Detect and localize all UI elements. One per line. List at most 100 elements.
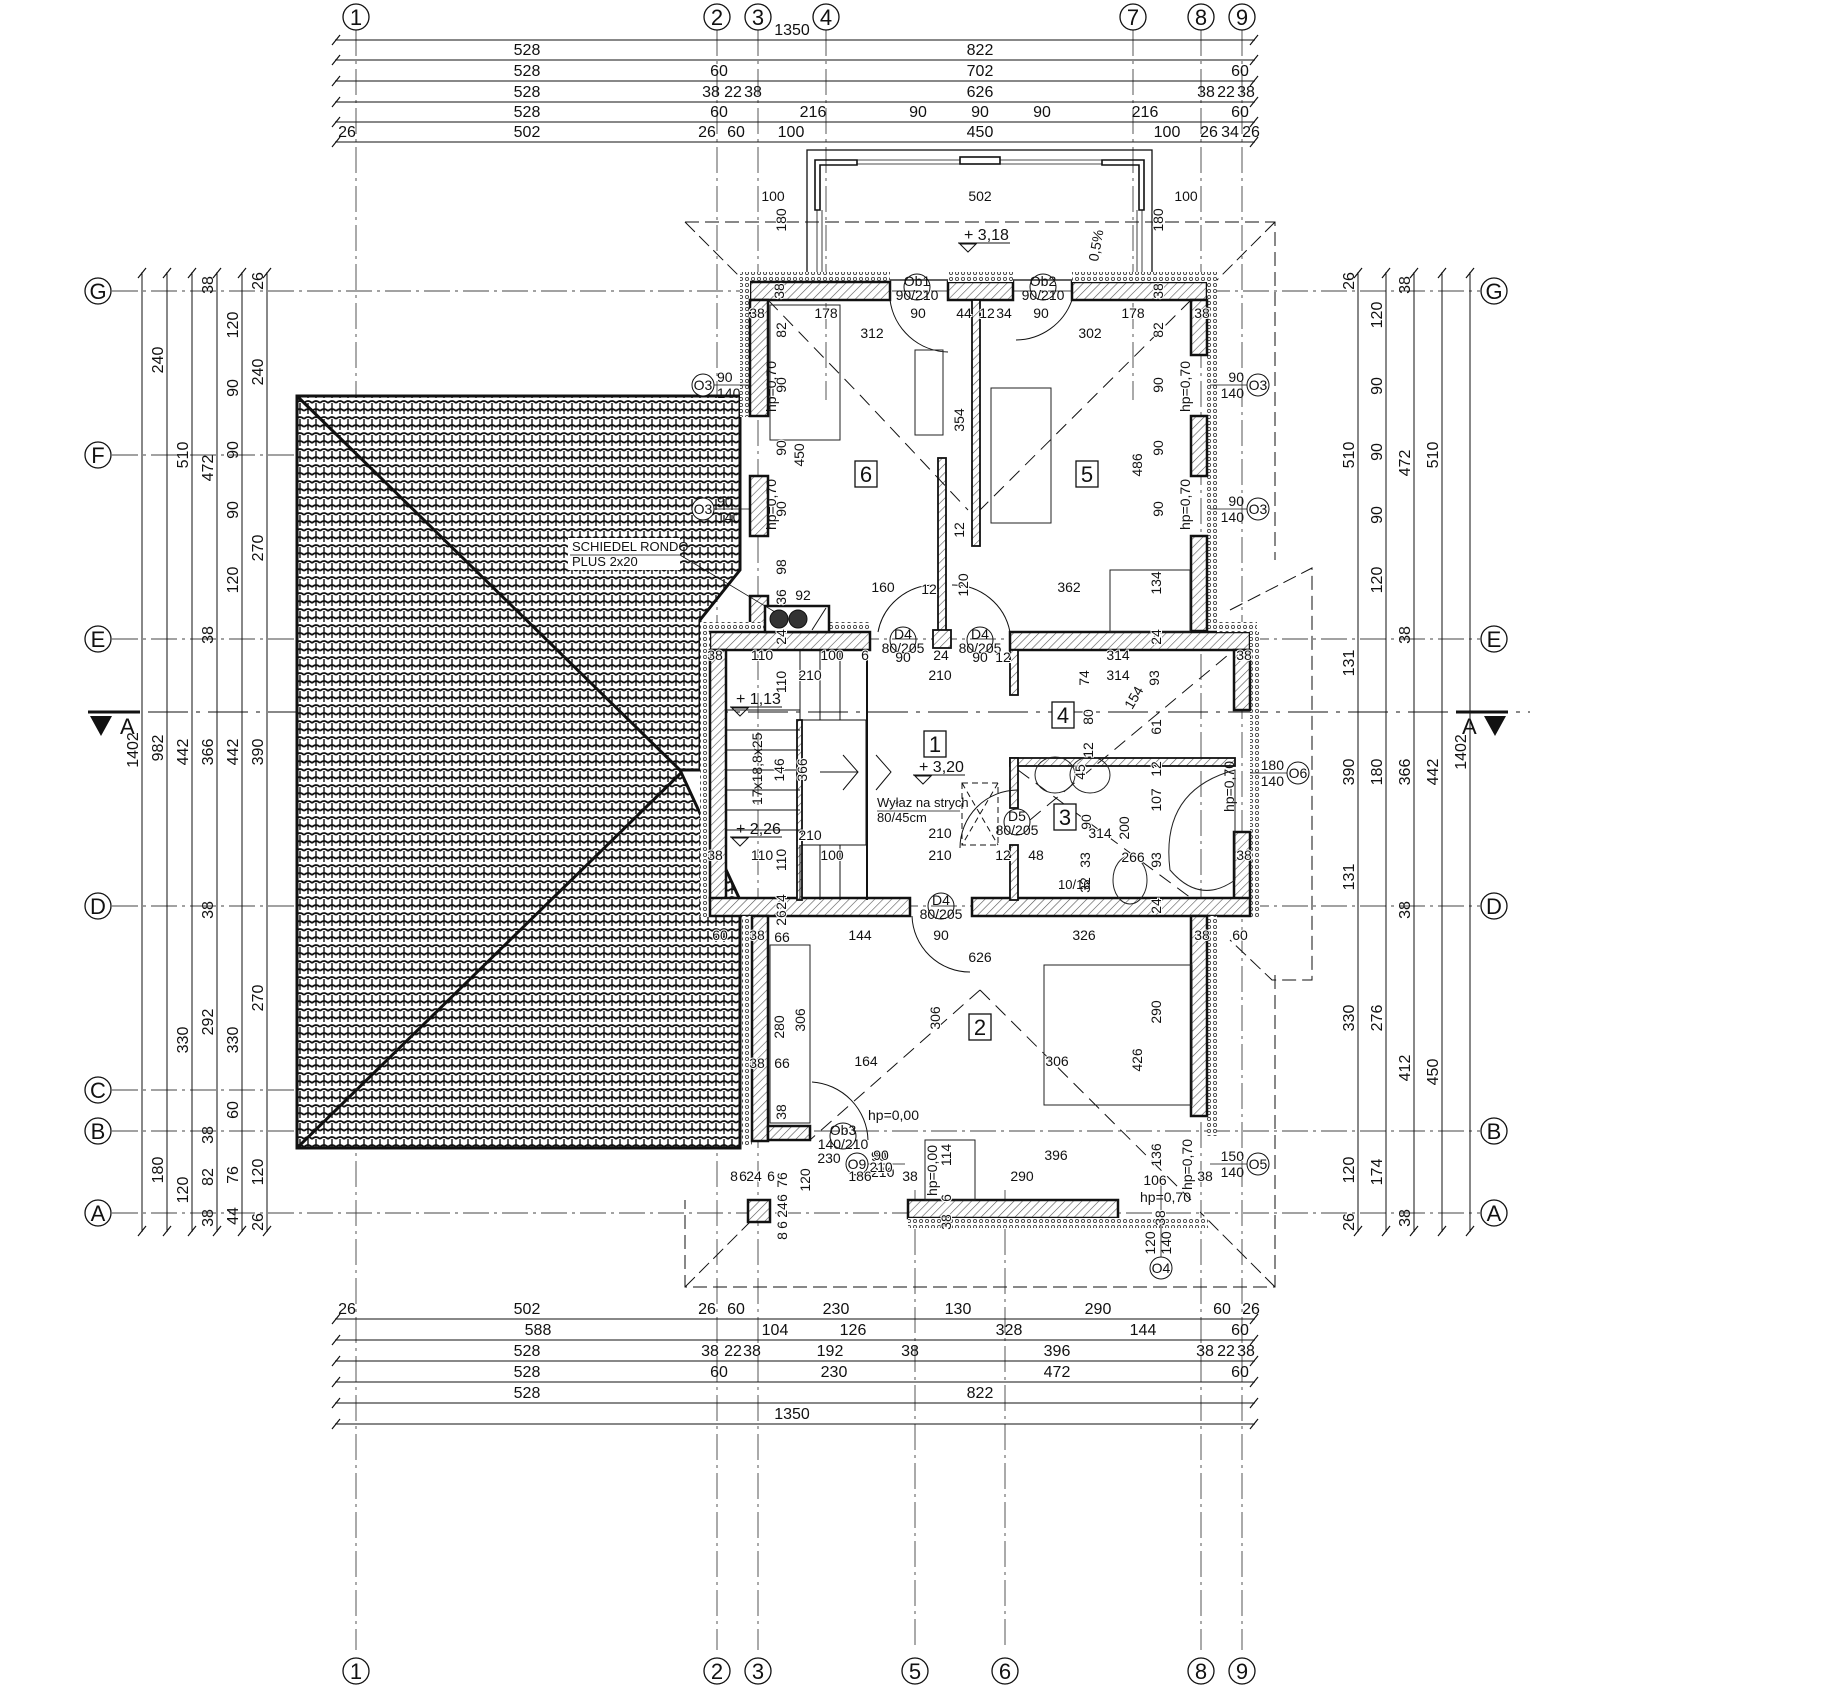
dim-value: 366 xyxy=(200,739,217,766)
dim-value: 120 xyxy=(225,312,242,339)
dim-value: 22 xyxy=(1217,84,1235,101)
attic-hatch-callout: Wyłaz na strych 80/45cm xyxy=(877,795,969,825)
dim-value: 26 xyxy=(1242,1301,1260,1318)
dim-value: 822 xyxy=(967,1385,994,1402)
chimney-callout: SCHIEDEL RONDO PLUS 2x20 xyxy=(568,538,776,613)
dim-value: 216 xyxy=(1132,104,1159,121)
dim-value: 100 xyxy=(1154,124,1181,141)
interior-dim-value: 12 xyxy=(1148,761,1164,777)
window-height: 140 xyxy=(1221,509,1245,525)
interior-dim-value: 106 xyxy=(1143,1172,1167,1188)
room-number: 2 xyxy=(974,1015,986,1040)
interior-dim-value: 314 xyxy=(1088,825,1112,841)
interior-dim-value: 306 xyxy=(927,1006,943,1030)
dim-value: 38 xyxy=(1237,1343,1255,1360)
dim-value: 240 xyxy=(150,347,167,374)
interior-dim-value: 38 xyxy=(902,1168,918,1184)
interior-dim-value: 38 xyxy=(1194,305,1210,321)
toilet xyxy=(1112,855,1148,905)
interior-dim-value: 110 xyxy=(773,671,789,694)
interior-dim-value: 210 xyxy=(869,1159,893,1175)
interior-dim-value: 92 xyxy=(795,587,811,603)
attic-hatch-note-line2: 80/45cm xyxy=(877,810,927,825)
grid-bubble-top-3-label: 3 xyxy=(752,5,764,30)
dim-value: 38 xyxy=(1196,1343,1214,1360)
dim-value: 38 xyxy=(200,276,217,294)
interior-dim-value: 90 xyxy=(910,305,926,321)
bed-room-6 xyxy=(769,304,841,441)
dim-value: 120 xyxy=(175,1177,192,1204)
door-tag-code: Ob3 xyxy=(830,1122,857,1138)
door-tag-code: Ob1 xyxy=(904,273,931,289)
sill-note-o3-d: hp=0,70 xyxy=(1177,479,1193,530)
grid-bubble-top-3: 3 xyxy=(744,3,772,31)
grid-bubble-right-B: B xyxy=(1480,1117,1508,1145)
level-marker: + 3,20 xyxy=(913,759,965,785)
dim-value: 100 xyxy=(778,124,805,141)
washbasin-1 xyxy=(1034,756,1076,794)
interior-dim-value: 60 xyxy=(712,927,728,943)
dim-value: 60 xyxy=(727,1301,745,1318)
chimney-note-line2: PLUS 2x20 xyxy=(572,554,638,569)
sill-note-o3-b: hp=0,70 xyxy=(763,479,779,530)
dim-value: 90 xyxy=(1033,104,1051,121)
dim-value: 276 xyxy=(1369,1005,1386,1032)
grid-bubble-right-G-label: G xyxy=(1485,279,1502,304)
interior-walls xyxy=(796,299,1236,901)
dim-value: 366 xyxy=(1397,759,1414,786)
interior-dim-value: 38 xyxy=(771,283,787,299)
interior-dim-value: 74 xyxy=(1076,670,1092,686)
dim-value: 328 xyxy=(996,1322,1023,1339)
door-tag-code: D4 xyxy=(971,626,989,642)
level-value: + 1,13 xyxy=(736,691,781,708)
dim-value: 60 xyxy=(1213,1301,1231,1318)
interior-dim-value: 626 xyxy=(968,949,992,965)
interior-dim-value: 6 xyxy=(861,647,869,663)
dim-value: 472 xyxy=(1044,1364,1071,1381)
window-tag-code: O6 xyxy=(1289,765,1308,781)
interior-dim-value: 6 xyxy=(774,1194,790,1202)
interior-dim-value: 314 xyxy=(1106,647,1130,663)
interior-dim-value: 8 xyxy=(730,1168,738,1184)
interior-dim-value: 502 xyxy=(968,188,992,204)
grid-bubble-top-2: 2 xyxy=(703,3,731,31)
interior-dim-value: 93 xyxy=(1148,852,1164,868)
interior-dim-value: 210 xyxy=(798,827,822,843)
interior-dim-value: 210 xyxy=(928,667,952,683)
interior-dim-value: 90 xyxy=(933,927,949,943)
dim-value: 131 xyxy=(1341,864,1358,891)
interior-dim-value: 426 xyxy=(1129,1048,1145,1072)
room-number: 1 xyxy=(929,732,941,757)
attic-hatch xyxy=(961,782,999,846)
interior-dim-value: 90 xyxy=(773,501,789,517)
interior-dim-value: 38 xyxy=(938,1214,954,1230)
interior-dim-value: 302 xyxy=(1078,325,1102,341)
interior-dim-value: 6 xyxy=(774,1221,790,1229)
dim-value: 1350 xyxy=(774,22,810,39)
grid-bubble-right-E: E xyxy=(1480,625,1508,653)
door-tag-code: D5 xyxy=(1008,808,1026,824)
door-swings xyxy=(811,299,1073,1141)
window-height: 210 xyxy=(871,1164,895,1180)
grid-bubble-left-G: G xyxy=(84,277,112,305)
dim-value: 120 xyxy=(225,567,242,594)
dim-value: 26 xyxy=(250,272,267,290)
dim-value: 26 xyxy=(698,124,716,141)
level-marker: + 3,18 xyxy=(958,227,1010,253)
washbasin-2 xyxy=(1069,756,1111,794)
door-tag-size: 80/205 xyxy=(920,906,963,922)
interior-dim-value: 12 xyxy=(995,847,1011,863)
interior-dim-value: 90 xyxy=(1150,377,1166,393)
notes: SCHIEDEL RONDO PLUS 2x20 Wyłaz na strych… xyxy=(568,228,1237,1205)
interior-dim-value: 200 xyxy=(1116,816,1132,840)
grid-bubble-bottom-1-label: 1 xyxy=(350,1659,362,1684)
